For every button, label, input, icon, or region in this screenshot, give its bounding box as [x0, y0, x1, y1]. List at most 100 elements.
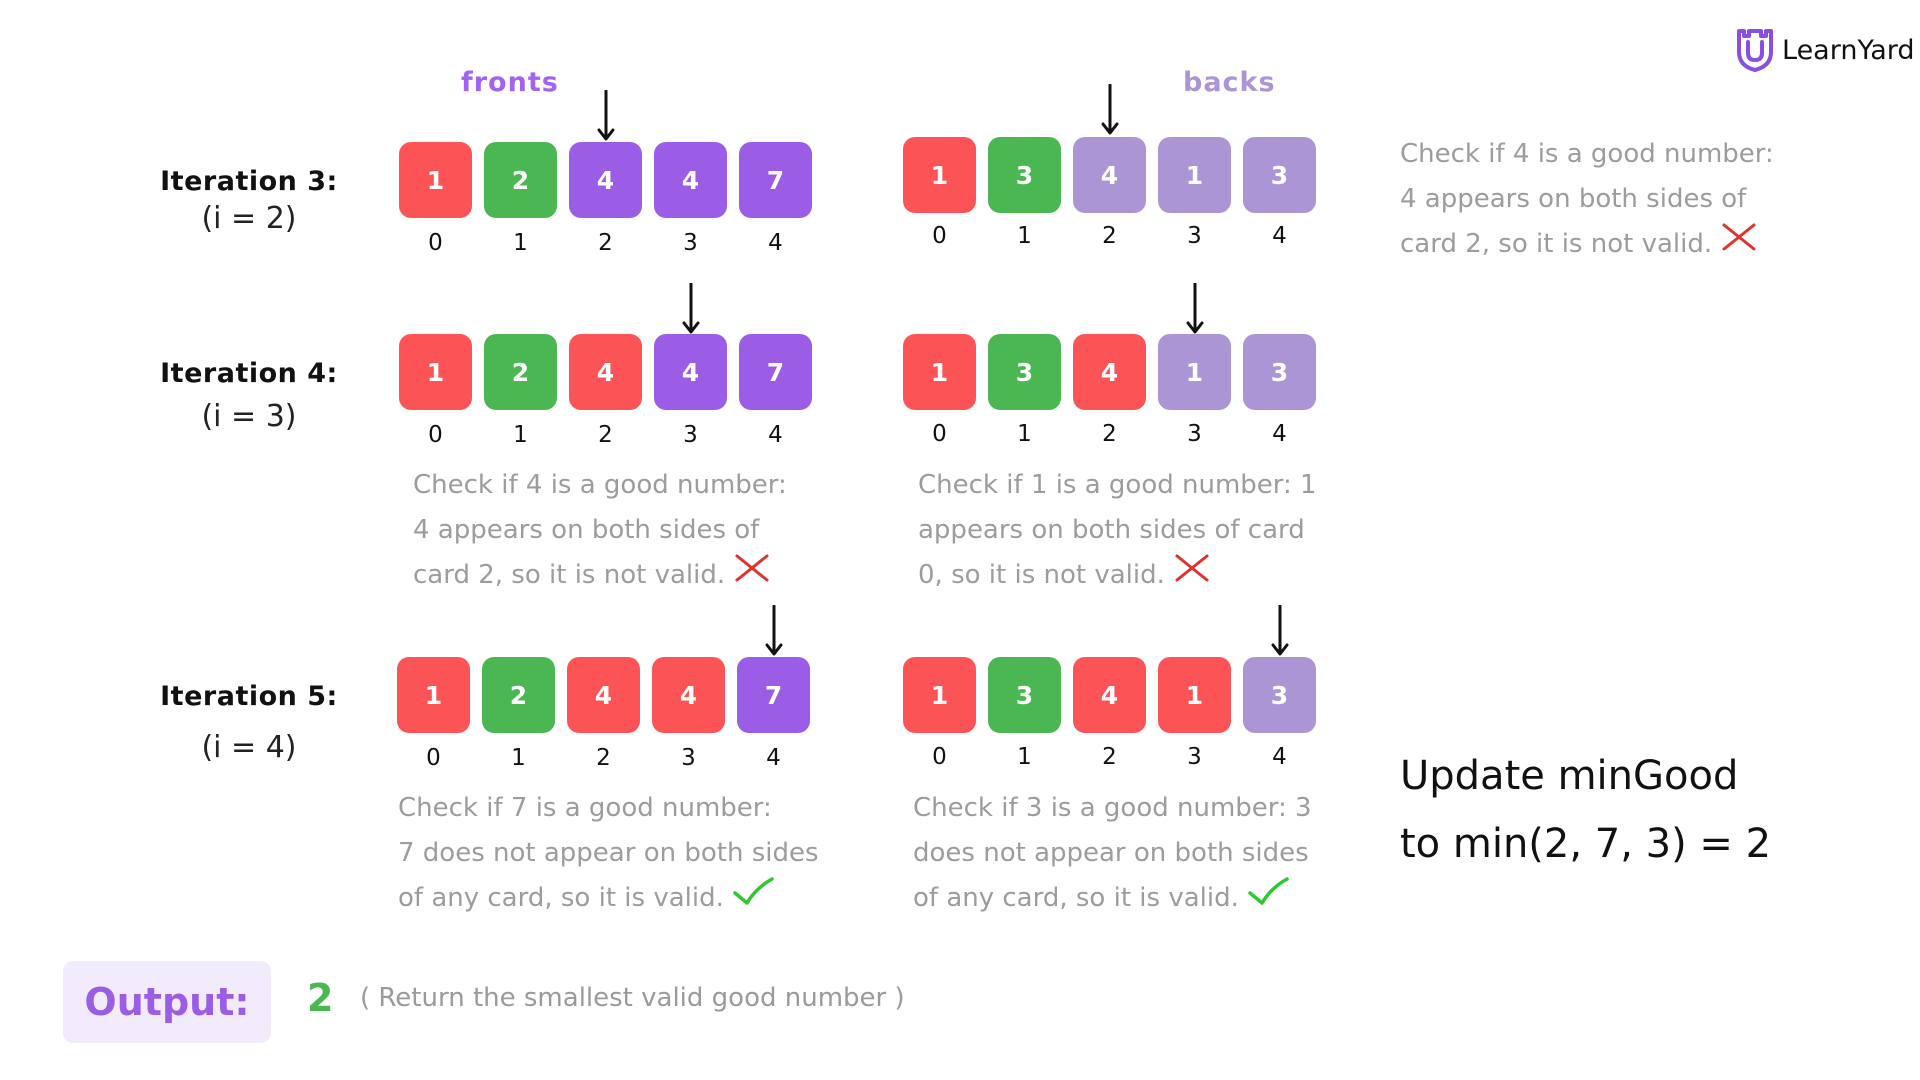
card-index: 3 [1187, 744, 1202, 770]
card-index: 0 [426, 745, 441, 771]
output-note: ( Return the smallest valid good number … [360, 983, 905, 1013]
iter5-fronts-note: Check if 7 is a good number: 7 does not … [398, 786, 819, 921]
card: 4 [1073, 334, 1146, 410]
brand-name: LearnYard [1782, 34, 1915, 66]
note-line: Check if 3 is a good number: 3 [913, 793, 1312, 823]
card-index: 0 [932, 421, 947, 447]
update-line: Update minGood [1400, 753, 1739, 799]
note-line: card 2, so it is not valid. [413, 560, 726, 590]
card: 7 [739, 334, 812, 410]
note-line: card 2, so it is not valid. [1400, 229, 1713, 259]
note-line: Check if 7 is a good number: [398, 793, 772, 823]
note-line: appears on both sides of card [918, 515, 1305, 545]
backs-header: backs [1183, 67, 1276, 98]
update-line: to min(2, 7, 3) = 2 [1400, 821, 1772, 867]
note-line: of any card, so it is valid. [398, 883, 724, 913]
card: 7 [739, 142, 812, 218]
check-icon [1247, 876, 1289, 921]
cross-icon [733, 553, 771, 598]
card-index: 2 [1102, 744, 1117, 770]
card: 1 [1158, 334, 1231, 410]
card-index: 3 [1187, 421, 1202, 447]
card: 2 [484, 334, 557, 410]
cross-icon [1173, 553, 1211, 598]
cross-icon [1720, 222, 1758, 267]
note-line: Check if 4 is a good number: [1400, 139, 1774, 169]
card-index: 2 [598, 230, 613, 256]
card-index: 0 [428, 422, 443, 448]
output-value: 2 [307, 976, 334, 1020]
shield-u-icon [1737, 29, 1773, 72]
note-line: Check if 4 is a good number: [413, 470, 787, 500]
iteration-4-fronts-pointer-arrow [682, 283, 699, 334]
card-index: 1 [1017, 421, 1032, 447]
iter4-backs-note: Check if 1 is a good number: 1 appears o… [918, 463, 1317, 598]
note-line: of any card, so it is valid. [913, 883, 1239, 913]
iter3-note: Check if 4 is a good number: 4 appears o… [1400, 132, 1774, 267]
card-index: 4 [766, 745, 781, 771]
card-index: 1 [511, 745, 526, 771]
card-index: 4 [1272, 744, 1287, 770]
card-index: 2 [596, 745, 611, 771]
card-index: 3 [683, 230, 698, 256]
check-icon [732, 876, 774, 921]
iter4-fronts-note: Check if 4 is a good number: 4 appears o… [413, 463, 787, 598]
learnyard-logo: LearnYard [1736, 28, 1915, 72]
note-line: does not appear on both sides [913, 838, 1309, 868]
card: 3 [1243, 657, 1316, 733]
card-index: 2 [598, 422, 613, 448]
card-index: 1 [513, 230, 528, 256]
card: 4 [1073, 657, 1146, 733]
iteration-3-title: Iteration 3: [160, 166, 338, 197]
note-line: Check if 1 is a good number: 1 [918, 470, 1317, 500]
card: 1 [903, 137, 976, 213]
card: 4 [654, 142, 727, 218]
card-index: 4 [768, 422, 783, 448]
iteration-4-title: Iteration 4: [160, 358, 338, 389]
card-index: 0 [932, 223, 947, 249]
card-index: 3 [681, 745, 696, 771]
card-index: 2 [1102, 223, 1117, 249]
card: 1 [399, 142, 472, 218]
card: 1 [1158, 657, 1231, 733]
output-label-box: Output: [63, 961, 271, 1043]
card: 1 [1158, 137, 1231, 213]
iteration-5-title: Iteration 5: [160, 681, 338, 712]
iteration-5-backs-indices: 0 1 2 3 4 [903, 744, 1316, 770]
card: 3 [1243, 137, 1316, 213]
card-index: 1 [513, 422, 528, 448]
note-line: 0, so it is not valid. [918, 560, 1165, 590]
card-index: 1 [1017, 744, 1032, 770]
iteration-5-fronts-pointer-arrow [765, 605, 782, 656]
iteration-4-subtitle: (i = 3) [201, 399, 297, 434]
iteration-5-fronts-indices: 0 1 2 3 4 [397, 745, 810, 771]
card-index: 3 [683, 422, 698, 448]
card-index: 2 [1102, 421, 1117, 447]
note-line: 7 does not appear on both sides [398, 838, 819, 868]
iter5-backs-note: Check if 3 is a good number: 3 does not … [913, 786, 1312, 921]
card: 4 [567, 657, 640, 733]
iteration-3-subtitle: (i = 2) [201, 201, 297, 236]
card: 1 [397, 657, 470, 733]
card-index: 0 [932, 744, 947, 770]
card-index: 0 [428, 230, 443, 256]
card: 2 [482, 657, 555, 733]
card: 4 [652, 657, 725, 733]
fronts-header: fronts [461, 67, 559, 98]
note-line: 4 appears on both sides of [413, 515, 760, 545]
card: 1 [903, 334, 976, 410]
iteration-4-backs-pointer-arrow [1186, 283, 1203, 334]
iteration-5-subtitle: (i = 4) [201, 730, 297, 765]
card: 1 [399, 334, 472, 410]
card: 4 [569, 142, 642, 218]
card: 1 [903, 657, 976, 733]
card: 4 [1073, 137, 1146, 213]
card: 4 [654, 334, 727, 410]
